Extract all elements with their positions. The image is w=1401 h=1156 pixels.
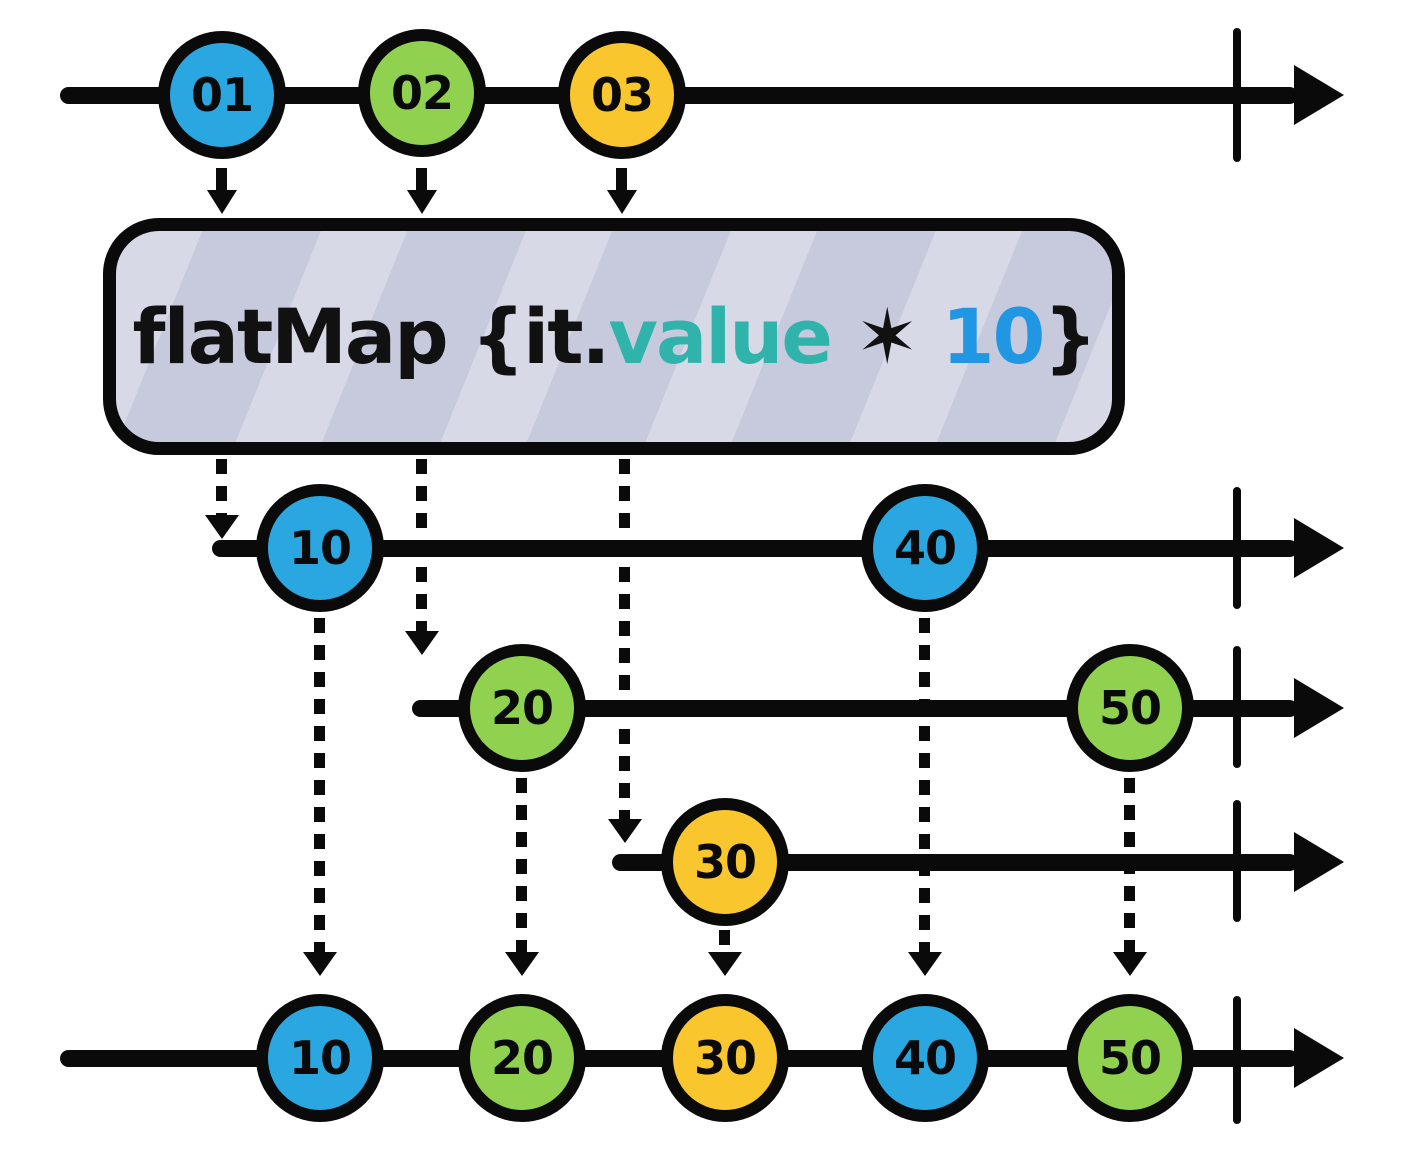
dashed-arrowhead-icon	[1113, 952, 1147, 976]
dashed-connector	[516, 778, 527, 952]
emission-arrow-stem	[416, 168, 427, 192]
marble-label: 40	[893, 521, 957, 575]
marble-02: 02	[358, 29, 486, 157]
dashed-connector	[719, 930, 730, 952]
inner-timeline-2-completion-tick	[1233, 646, 1241, 768]
dashed-arrowhead-icon	[708, 952, 742, 976]
emission-arrowhead-icon	[207, 190, 237, 214]
marble-label: 10	[288, 1031, 352, 1085]
dashed-arrowhead-icon	[505, 952, 539, 976]
marble-03: 03	[558, 31, 686, 159]
marble-01: 01	[158, 31, 286, 159]
emission-arrowhead-icon	[407, 190, 437, 214]
inner-timeline-2-arrowhead-icon	[1294, 678, 1344, 738]
operator-star: ✶	[830, 292, 942, 381]
marble-10-inner: 10	[256, 484, 384, 612]
source-timeline-arrowhead-icon	[1294, 65, 1344, 125]
dashed-arrowhead-icon	[205, 515, 239, 539]
marble-50-output: 50	[1066, 994, 1194, 1122]
emission-arrowhead-icon	[607, 190, 637, 214]
output-completion-tick	[1233, 996, 1241, 1124]
output-timeline-arrowhead-icon	[1294, 1028, 1344, 1088]
operator-expression: flatMap {it.value ✶ 10}	[132, 292, 1098, 381]
operator-suffix: }	[1043, 292, 1097, 381]
marble-50-inner: 50	[1066, 644, 1194, 772]
operator-value-word: value	[608, 292, 833, 381]
marble-label: 50	[1098, 681, 1162, 735]
marble-40-output: 40	[861, 994, 989, 1122]
dashed-arrowhead-icon	[303, 952, 337, 976]
inner-timeline-3-completion-tick	[1233, 800, 1241, 922]
dashed-connector	[216, 459, 227, 515]
marble-label: 30	[693, 835, 757, 889]
dashed-connector	[919, 618, 930, 952]
dashed-arrowhead-icon	[405, 631, 439, 655]
dashed-arrowhead-icon	[608, 819, 642, 843]
marble-label: 30	[693, 1031, 757, 1085]
marble-10-output: 10	[256, 994, 384, 1122]
marble-40-inner: 40	[861, 484, 989, 612]
inner-timeline-3-arrowhead-icon	[1294, 832, 1344, 892]
marble-label: 10	[288, 521, 352, 575]
dashed-connector	[314, 618, 325, 952]
marble-30-output: 30	[661, 994, 789, 1122]
source-completion-tick	[1233, 28, 1241, 162]
marble-20-inner: 20	[458, 644, 586, 772]
marble-label: 20	[490, 681, 554, 735]
marble-label: 03	[590, 68, 654, 122]
marble-20-output: 20	[458, 994, 586, 1122]
marble-label: 20	[490, 1031, 554, 1085]
marble-label: 02	[390, 66, 454, 120]
dashed-connector	[619, 459, 630, 819]
inner-timeline-1-completion-tick	[1233, 487, 1241, 609]
marble-30-inner: 30	[661, 798, 789, 926]
operator-prefix: flatMap {it.	[132, 292, 611, 381]
marble-label: 01	[190, 68, 254, 122]
inner-timeline-1-arrowhead-icon	[1294, 518, 1344, 578]
marble-label: 50	[1098, 1031, 1162, 1085]
inner-timeline-1-line	[212, 540, 1298, 557]
emission-arrow-stem	[616, 168, 627, 192]
dashed-arrowhead-icon	[908, 952, 942, 976]
marble-label: 40	[893, 1031, 957, 1085]
emission-arrow-stem	[216, 168, 227, 192]
dashed-connector	[1124, 778, 1135, 952]
operator-number: 10	[941, 292, 1046, 381]
flatmap-operator-box: flatMap {it.value ✶ 10}	[103, 218, 1125, 455]
